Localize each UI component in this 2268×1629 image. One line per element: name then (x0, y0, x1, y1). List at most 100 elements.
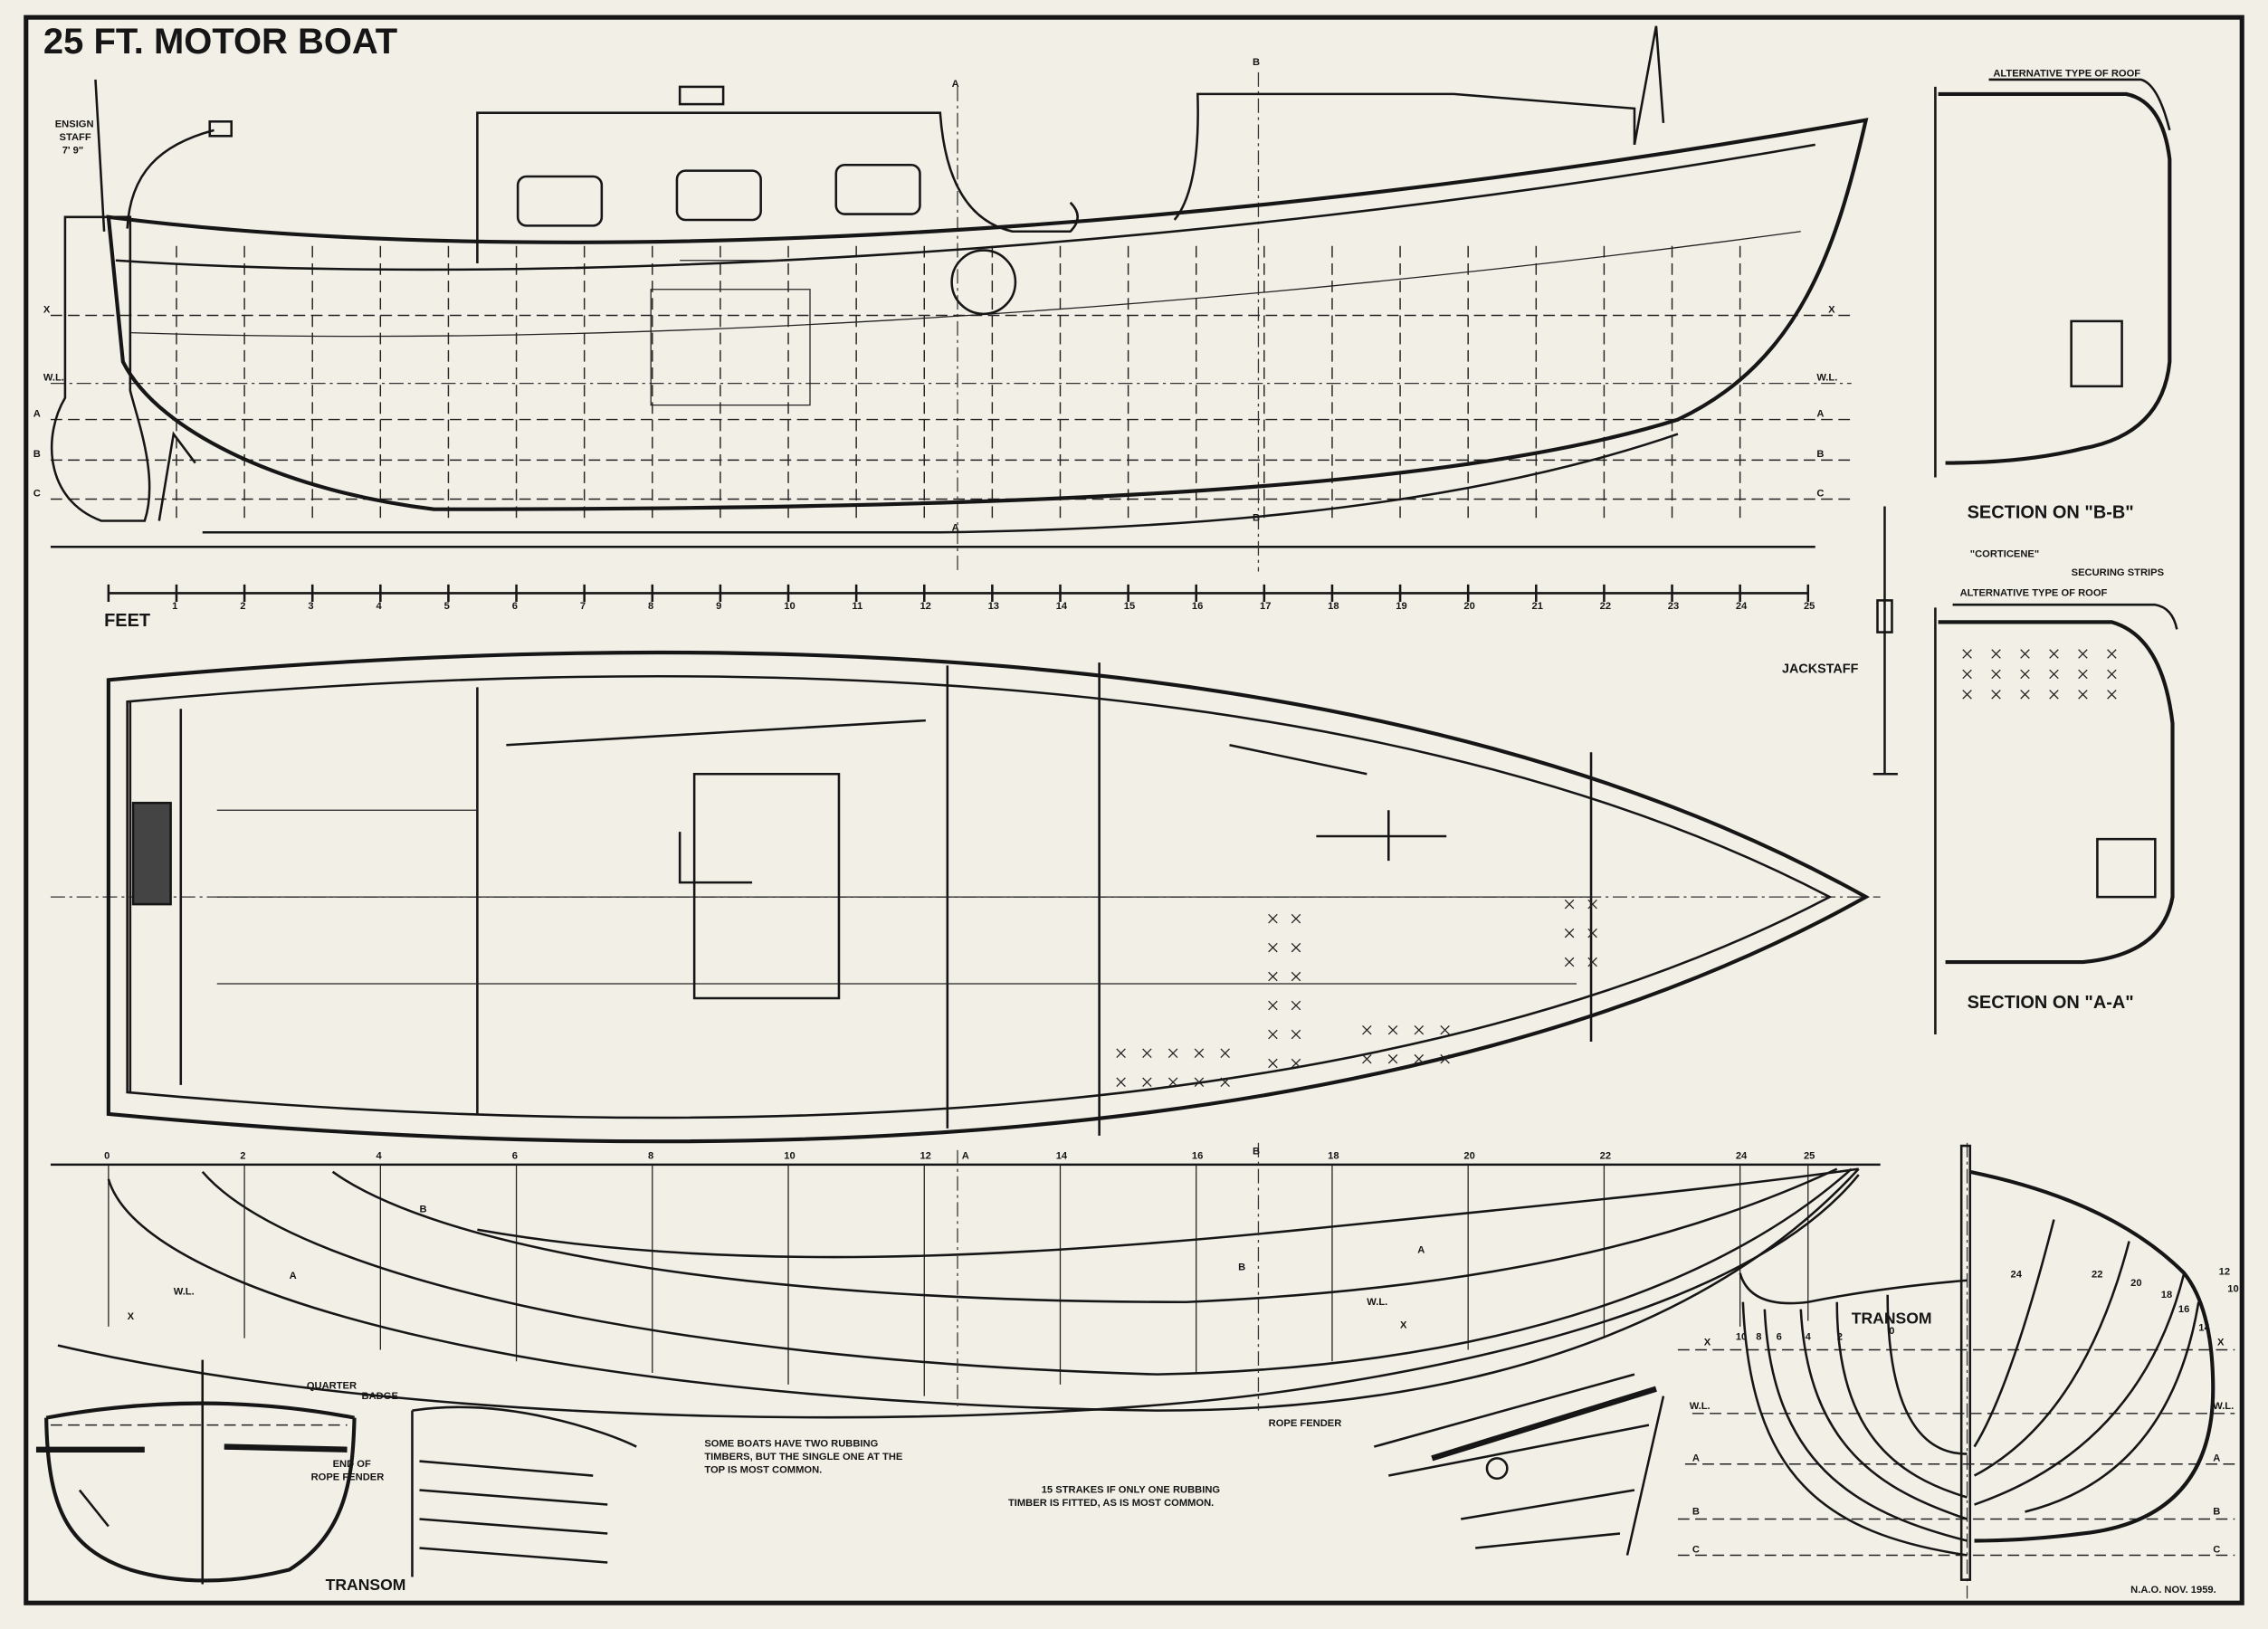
scale-tick-label: 3 (308, 601, 313, 612)
cross-mark (1291, 942, 1301, 953)
engine (650, 260, 811, 406)
station-label: 0 (104, 1150, 110, 1161)
corticene-label: "CORTICENE" (1970, 548, 2039, 559)
jackstaff-label: JACKSTAFF (1782, 662, 1859, 676)
station-label: 6 (1777, 1331, 1782, 1342)
cross-mark (1167, 1077, 1178, 1087)
station-label: 22 (2092, 1270, 2102, 1281)
wl-curve (201, 1167, 1853, 1376)
curve-label: A (1417, 1244, 1425, 1255)
quarter-badge-label: BADGE (362, 1391, 399, 1402)
station-label: 4 (1806, 1331, 1812, 1342)
scale-tick-label: 19 (1396, 601, 1406, 612)
rope-fender-label: ROPE FENDER (1269, 1418, 1342, 1429)
station-label: 18 (1328, 1150, 1339, 1161)
cross-mark (1116, 1077, 1126, 1087)
cross-mark (1220, 1048, 1230, 1059)
section-bb-outline (1938, 91, 2172, 465)
station-label: 16 (2178, 1304, 2189, 1315)
wl-label: C (1816, 488, 1824, 499)
scale-tick-label: 16 (1192, 601, 1203, 612)
cross-mark (1142, 1077, 1152, 1087)
cross-mark (1291, 971, 1301, 982)
cross-mark (1291, 1000, 1301, 1011)
wl-label: B (1816, 449, 1824, 460)
section-bb: ALTERNATIVE TYPE OF ROOF SECTION ON "B-B… (1938, 69, 2172, 522)
cross-mark (1362, 1024, 1372, 1035)
curve-label: W.L. (1367, 1297, 1387, 1308)
cross-mark (1440, 1053, 1450, 1064)
keel-curve (57, 1174, 1860, 1419)
station-label: 10 (2227, 1284, 2238, 1295)
cross-mark (1962, 649, 1972, 659)
credit-line: N.A.O. NOV. 1959. (2130, 1585, 2216, 1596)
wl-label: X (43, 304, 51, 315)
wl-label: C (2213, 1544, 2220, 1555)
rope-end-label: END OF (333, 1459, 371, 1470)
wl-label: A (1692, 1453, 1700, 1464)
station-label: 18 (2161, 1290, 2172, 1300)
body-transom-label: TRANSOM (1852, 1310, 1932, 1328)
section-mark-b: B (1253, 1147, 1260, 1157)
cross-mark (2049, 669, 2059, 680)
gunwale (126, 674, 1833, 1119)
scale-tick-label: 17 (1260, 601, 1271, 612)
b-curve (477, 1167, 1859, 1259)
wl-label: C (33, 488, 41, 499)
station-label: 14 (1056, 1150, 1068, 1161)
grab-rails (506, 719, 1367, 776)
scale-tick-label: 25 (1804, 601, 1815, 612)
cabin-window (834, 163, 921, 215)
station-label: 22 (1600, 1150, 1611, 1161)
scale-tick-label: 10 (784, 601, 795, 612)
keel-section (1959, 1144, 1972, 1581)
propeller (157, 431, 196, 521)
fwd-sections-outline (1969, 1169, 2216, 1543)
station-label: 14 (2198, 1323, 2210, 1334)
curve-label: A (290, 1271, 297, 1281)
cross-mark (2049, 690, 2059, 700)
bow-planking (1373, 1373, 1665, 1556)
transom-top (1739, 1272, 1968, 1305)
engine-box (678, 772, 841, 1000)
scale-tick-label: 22 (1600, 601, 1611, 612)
alt-roof (1952, 603, 2178, 630)
wl-label: A (1816, 408, 1824, 419)
transom-seat (129, 701, 183, 1092)
cross-mark (1587, 957, 1597, 967)
rubbing-strake (115, 143, 1815, 272)
cross-mark (1564, 899, 1575, 910)
station-label: 2 (240, 1150, 245, 1161)
jackstaff (1873, 506, 1898, 776)
cabin-window (675, 169, 762, 222)
cross-mark (1587, 928, 1597, 938)
scale-tick-label: 7 (580, 601, 586, 612)
aft-station-curves (1741, 1294, 1968, 1557)
scale-tick-label: 13 (988, 601, 999, 612)
station-label: 12 (920, 1150, 930, 1161)
cross-mark (2107, 690, 2117, 700)
wl-label: W.L. (2213, 1401, 2234, 1412)
strakes-note: 15 STRAKES IF ONLY ONE RUBBING (1042, 1485, 1220, 1496)
cross-mark (2107, 649, 2117, 659)
wl-label: A (2213, 1453, 2220, 1464)
station-label: 8 (1756, 1331, 1761, 1342)
cross-mark (1962, 669, 1972, 680)
station-label: 16 (1192, 1150, 1203, 1161)
cabin-window (516, 175, 604, 227)
cross-mark (1268, 1058, 1278, 1069)
section-aa-outline (1938, 620, 2175, 965)
cross-mark (1362, 1053, 1372, 1064)
plan-view (50, 650, 1881, 1144)
station-label: 8 (648, 1150, 653, 1161)
cross-mark (2020, 690, 2030, 700)
station-label: 6 (512, 1150, 518, 1161)
curve-label: X (1400, 1319, 1407, 1330)
cross-mark (1268, 942, 1278, 953)
station-label: 0 (1889, 1326, 1894, 1337)
wl-label: W.L. (1690, 1401, 1711, 1412)
wl-label: B (1692, 1507, 1700, 1518)
cross-mark (1194, 1048, 1205, 1059)
